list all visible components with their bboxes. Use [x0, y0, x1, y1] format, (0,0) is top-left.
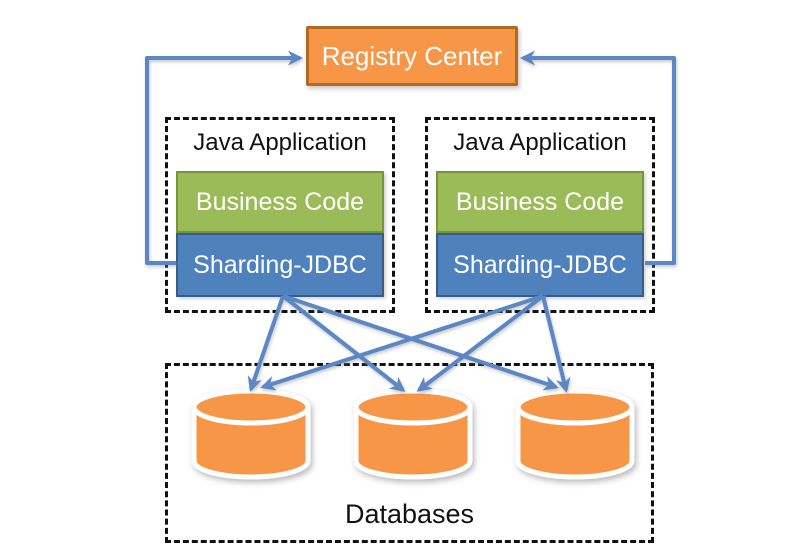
databases-label: Databases — [344, 499, 475, 529]
java-application-box-1: Java Application Business Code Sharding-… — [165, 117, 395, 313]
registry-center-label: Registry Center — [321, 40, 503, 71]
business-code-box: Business Code — [176, 171, 384, 233]
databases-box: Databases — [165, 363, 654, 543]
java-application-box-2: Java Application Business Code Sharding-… — [425, 117, 655, 313]
database-cylinder-icon — [191, 388, 311, 480]
database-cylinder-icon — [515, 388, 635, 480]
registry-center-box: Registry Center — [306, 26, 518, 86]
java-application-title: Java Application — [193, 129, 367, 156]
sharding-jdbc-box: Sharding-JDBC — [176, 233, 384, 297]
business-code-box: Business Code — [436, 171, 644, 233]
sharding-jdbc-box: Sharding-JDBC — [436, 233, 644, 297]
database-cylinder-icon — [353, 388, 473, 480]
java-application-title: Java Application — [453, 129, 627, 156]
